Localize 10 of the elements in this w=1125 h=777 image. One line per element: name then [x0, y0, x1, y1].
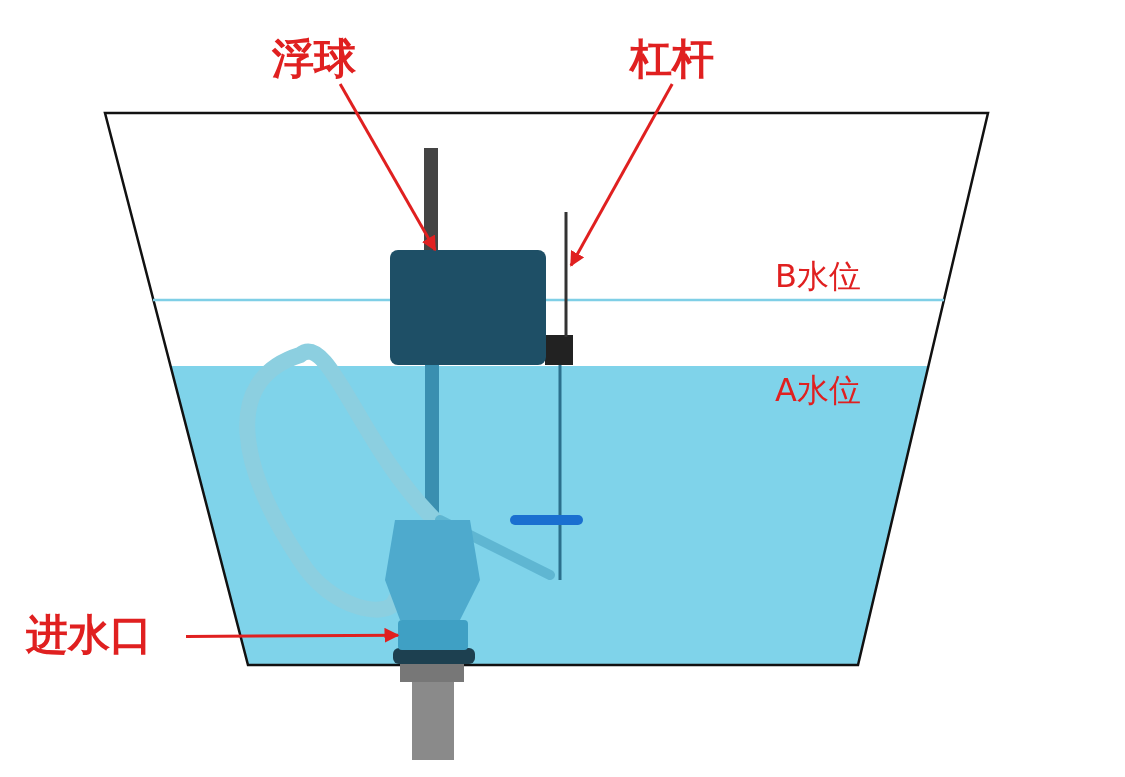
leader-arrow	[186, 627, 400, 643]
leader-arrow	[569, 83, 674, 267]
float-cylinder	[390, 250, 546, 365]
part-label: 进水口	[26, 614, 186, 660]
water-inlet	[398, 620, 468, 650]
water-level-label: B水位	[775, 260, 861, 292]
part-label: 杠杆	[630, 38, 740, 84]
leader-arrow	[338, 83, 437, 252]
water-level-label: A水位	[775, 374, 861, 406]
part-label: 浮球	[272, 38, 382, 84]
